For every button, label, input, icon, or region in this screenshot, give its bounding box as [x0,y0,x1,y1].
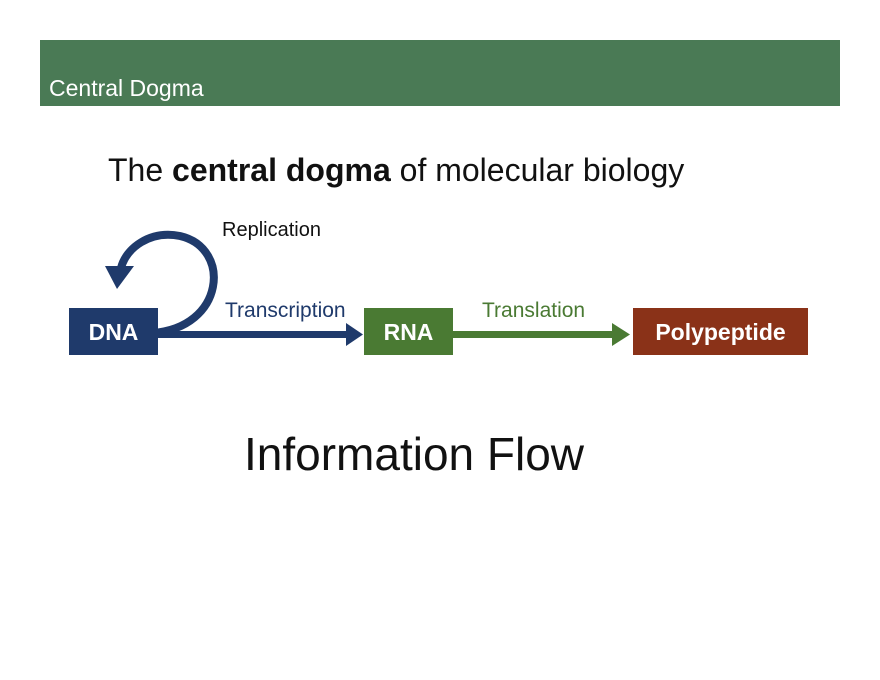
replication-arrow [117,230,218,337]
translation-arrowhead [612,323,630,346]
heading-prefix: The [108,152,173,188]
transcription-label: Transcription [225,299,346,322]
dna-box [69,308,158,355]
heading-bold: central dogma [172,152,391,188]
header-bar: Central Dogma [40,40,840,106]
replication-arrowhead [105,266,134,289]
replication-label: Replication [222,219,321,241]
translation-arrow-shaft [453,331,615,338]
transcription-arrowhead [346,323,363,346]
rna-label: RNA [384,319,434,345]
dna-label: DNA [89,319,139,345]
heading-suffix: of molecular biology [390,152,685,188]
slide-heading: The central dogma of molecular biology [108,151,684,189]
header-title: Central Dogma [49,75,204,101]
information-flow-text: Information Flow [244,428,585,480]
transcription-arrow-shaft [158,331,350,338]
translation-label: Translation [482,299,585,322]
polypeptide-label: Polypeptide [655,319,785,345]
rna-box [364,308,453,355]
polypeptide-box [633,308,808,355]
